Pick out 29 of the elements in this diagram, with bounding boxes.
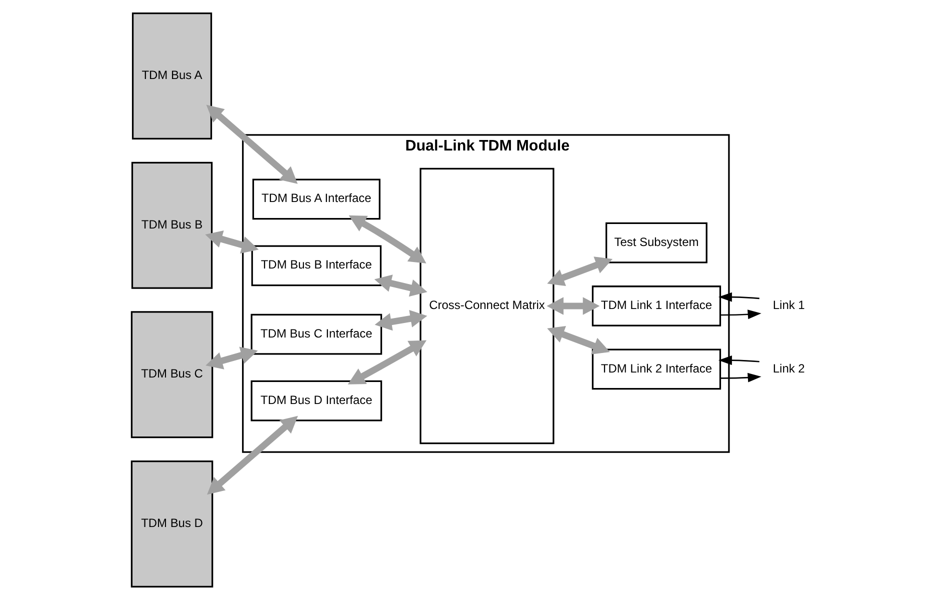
- node-box: TDM Link 1 Interface: [592, 285, 722, 326]
- node-text: Link 2: [772, 360, 805, 375]
- node-box: TDM Link 2 Interface: [592, 348, 722, 390]
- node-box: TDM Bus D Interface: [250, 380, 382, 421]
- arrow: [206, 104, 298, 184]
- arrow: [206, 346, 258, 369]
- node-box: TDM Bus C Interface: [250, 313, 382, 354]
- arrow: [348, 340, 427, 384]
- node-box: TDM Bus D: [130, 460, 214, 587]
- arrow: [718, 355, 760, 365]
- node-text: Link 1: [772, 298, 805, 312]
- arrow: [348, 214, 426, 263]
- arrow: [547, 325, 610, 354]
- arrow: [207, 415, 298, 494]
- node-box: TDM Bus B Interface: [251, 244, 382, 286]
- arrow: [546, 296, 600, 314]
- arrow: [547, 256, 613, 286]
- node-box: TDM Bus C: [130, 310, 214, 438]
- node-box: TDM Bus A: [132, 12, 212, 140]
- arrow: [720, 372, 762, 382]
- node-box: TDM Bus B: [131, 161, 213, 288]
- node-box: TDM Bus A Interface: [252, 178, 380, 220]
- node-box: Test Subsystem: [606, 222, 708, 263]
- arrow: [205, 230, 259, 253]
- arrow: [720, 309, 762, 319]
- arrow: [374, 274, 428, 296]
- node-box: Cross-Connect Matrix: [420, 167, 554, 444]
- arrow: [718, 292, 760, 302]
- arrow: [374, 309, 428, 330]
